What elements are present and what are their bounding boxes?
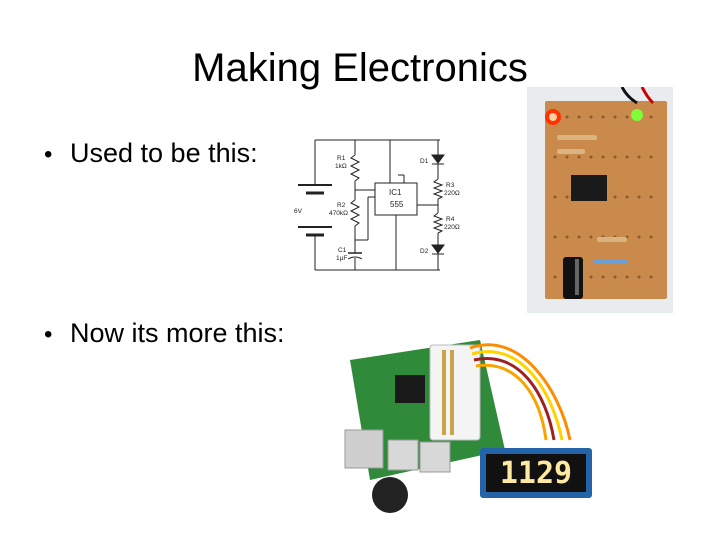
bullet-used-to-be: • Used to be this: [44, 138, 258, 169]
bullet-text: Now its more this: [70, 318, 285, 348]
label-r2: R2 [337, 202, 346, 209]
bullet-text: Used to be this: [70, 138, 258, 168]
label-battery: 6V [294, 208, 303, 215]
bullet-dot-icon: • [44, 321, 53, 348]
label-c1-value: 1µF [336, 255, 347, 262]
label-r4-value: 220Ω [444, 224, 460, 231]
label-r3: R3 [446, 182, 455, 189]
label-c1: C1 [338, 247, 347, 254]
label-r3-value: 220Ω [444, 190, 460, 197]
label-r1-value: 1kΩ [335, 163, 347, 170]
label-ic-value: 555 [390, 200, 404, 209]
bullet-now-its-more: • Now its more this: [44, 318, 285, 349]
label-r1: R1 [337, 155, 346, 162]
stripboard-circuit-photo [527, 87, 673, 313]
seven-segment-display: 1129 [500, 456, 572, 491]
555-timer-schematic: 6V R1 1kΩ R2 470kΩ C1 1µF IC1 555 D1 D2 … [294, 139, 460, 271]
slide-title: Making Electronics [192, 46, 528, 90]
label-d2: D2 [420, 248, 429, 255]
label-d1: D1 [420, 158, 429, 165]
bullet-dot-icon: • [44, 141, 53, 168]
label-r4: R4 [446, 216, 455, 223]
label-r2-value: 470kΩ [329, 210, 348, 217]
label-ic: IC1 [389, 188, 402, 197]
raspberry-pi-with-display-photo: 1129 [330, 330, 600, 520]
